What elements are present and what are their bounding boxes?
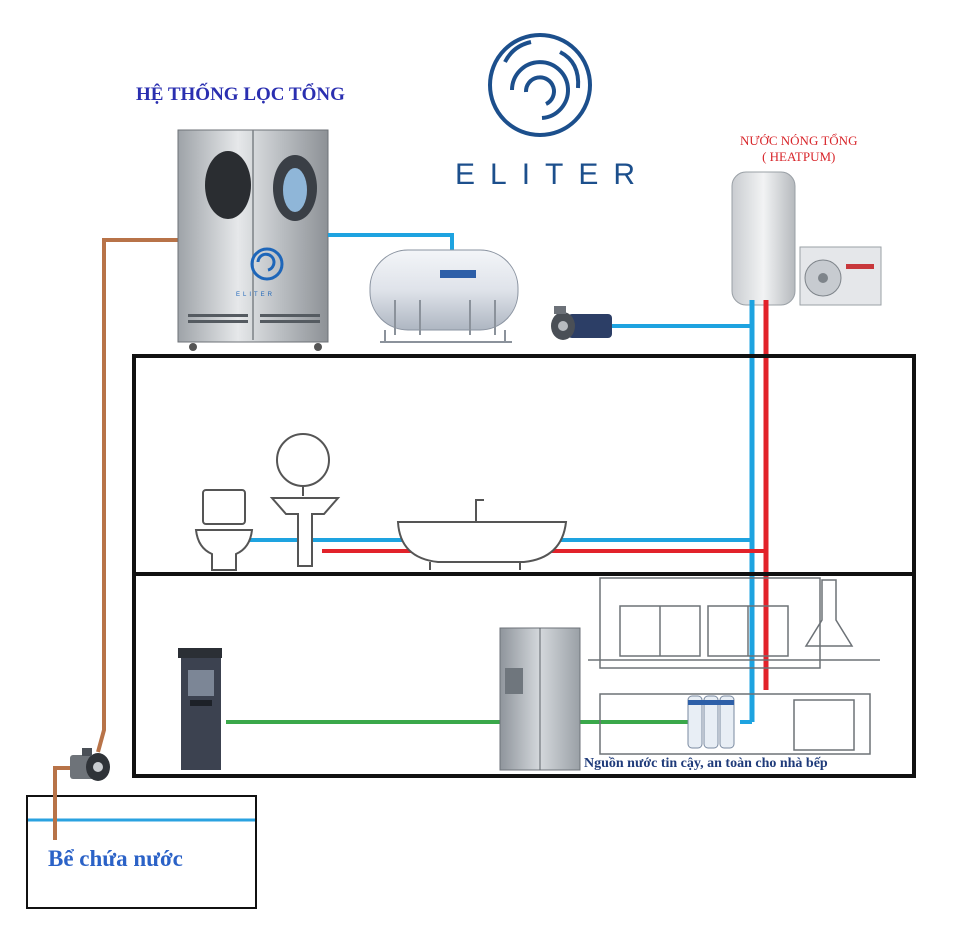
storage-tank-icon <box>369 249 519 343</box>
storage-tank-label: Bể chứa nước <box>48 846 183 871</box>
washbasin-icon <box>269 433 341 567</box>
bathtub-icon <box>396 499 568 570</box>
brand-logo-text: ELITER <box>455 158 651 191</box>
building-frame <box>132 354 916 778</box>
cabinet-brand-text: ELITER <box>236 292 276 298</box>
cold-pipe-cabinet-out <box>328 233 454 252</box>
drinking-pipe <box>226 700 692 724</box>
kitchen-icon <box>588 577 880 755</box>
hot-water-title-line2: ( HEATPUM) <box>762 149 836 164</box>
outdoor-unit-icon <box>799 246 882 306</box>
kitchen-caption: Nguồn nước tin cậy, an toàn cho nhà bếp <box>584 756 828 771</box>
heat-pump-tank-icon <box>731 171 796 306</box>
supply-pipe <box>53 238 184 840</box>
booster-pump-icon <box>551 306 612 340</box>
eliter-logo-icon <box>488 33 592 137</box>
storage-tank <box>26 795 257 909</box>
undersink-filter-icon <box>687 695 735 749</box>
cabinet-logo-icon <box>250 247 284 281</box>
hot-water-title: NƯỚC NÓNG TỔNG ( HEATPUM) <box>740 133 857 165</box>
filter-system-title: HỆ THỐNG LỌC TỔNG <box>136 84 345 105</box>
toilet-icon <box>194 489 254 571</box>
water-dispenser-icon <box>178 648 222 770</box>
filter-cabinet-icon <box>177 129 329 351</box>
feed-pump-icon <box>70 748 110 781</box>
hot-water-title-line1: NƯỚC NÓNG TỔNG <box>740 133 858 148</box>
refrigerator-icon <box>499 627 581 771</box>
